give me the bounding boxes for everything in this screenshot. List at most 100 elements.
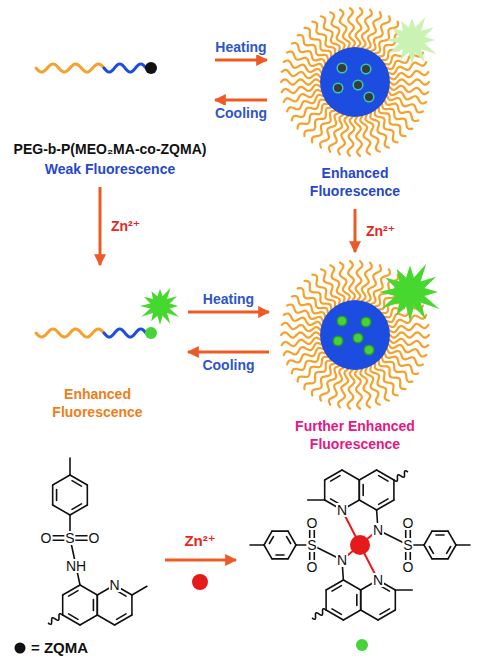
micelle-core — [320, 47, 390, 117]
bond — [326, 610, 343, 620]
peg-corona-chain — [321, 269, 340, 304]
peg-corona-chain — [360, 369, 370, 407]
peg-corona-chain — [282, 85, 321, 93]
peg-corona-chain — [281, 79, 320, 84]
bond — [359, 480, 361, 500]
bond — [342, 470, 359, 480]
peg-corona-chain — [355, 370, 362, 409]
peg-corona-chain — [360, 116, 370, 154]
state-label: Enhanced Fluorescence — [38, 385, 158, 421]
bond — [436, 534, 444, 536]
bond — [97, 615, 114, 625]
bond — [360, 590, 362, 610]
bond — [343, 610, 360, 620]
bond — [52, 485, 54, 505]
fluorescence-burst — [386, 17, 436, 64]
bond — [87, 485, 89, 505]
bond — [80, 585, 97, 595]
bond — [424, 531, 432, 545]
peg-corona-chain — [356, 8, 363, 47]
illustration-slot — [15, 268, 180, 385]
peg-corona-chain — [340, 263, 350, 301]
atom-label: O — [402, 516, 415, 530]
peg-corona-chain — [348, 117, 355, 156]
bond — [250, 544, 264, 546]
peg-corona-chain — [356, 261, 363, 300]
condition-label: Zn²⁺ — [364, 223, 397, 239]
illustration-slot — [277, 255, 433, 417]
peg-corona-chain — [340, 10, 350, 48]
bond — [63, 585, 80, 595]
bond — [325, 590, 327, 610]
zinc-ion — [350, 535, 370, 555]
legend-symbol — [14, 642, 26, 654]
bond — [63, 615, 80, 625]
bond — [332, 609, 341, 614]
atom-label: O — [40, 531, 53, 545]
bond — [332, 586, 341, 591]
pmeo2ma-block — [104, 64, 146, 72]
bond — [393, 480, 395, 500]
transition-arrow — [215, 99, 267, 102]
zqma-zn-unit — [356, 639, 368, 651]
polymer-chain — [36, 62, 157, 74]
bond — [287, 537, 291, 544]
bond — [429, 546, 433, 553]
bond — [264, 531, 272, 545]
zqma-symbol — [15, 643, 26, 654]
state-group: Enhanced Fluorescence — [270, 4, 440, 206]
pmeo2ma-block — [104, 329, 146, 337]
state-label: Weak Fluorescence — [45, 160, 175, 178]
peg-corona-chain — [348, 370, 355, 409]
peg-corona-chain — [390, 324, 429, 332]
bond — [288, 545, 296, 559]
peg-corona-chain — [390, 79, 429, 84]
bond — [97, 595, 99, 615]
bond — [447, 546, 451, 553]
bond — [361, 610, 378, 620]
bond — [69, 458, 71, 475]
bond — [115, 615, 132, 625]
polymer-chain — [36, 327, 157, 339]
transition-arrow — [188, 351, 269, 354]
bond — [379, 499, 388, 504]
zqma-unit — [145, 327, 157, 339]
bond — [276, 554, 284, 556]
zqma-unit — [361, 64, 371, 74]
condition-label: Heating — [201, 291, 256, 307]
atom-label: N — [109, 578, 121, 592]
zqma-unit — [333, 336, 343, 346]
bond — [379, 476, 388, 481]
peg-corona-chain — [287, 95, 323, 112]
atom-label: N — [372, 523, 384, 537]
state-label: Enhanced Fluorescence — [275, 164, 435, 200]
bond — [117, 614, 126, 619]
bond — [80, 615, 97, 625]
peg-corona-chain — [390, 71, 429, 79]
zqma-unit — [337, 63, 347, 73]
peg-block — [36, 64, 104, 72]
bond — [132, 586, 147, 595]
state-group: PEG-b-P(MEO₂MA-co-ZQMA)Weak Fluorescence — [8, 20, 212, 184]
peg-corona-chain — [355, 117, 362, 156]
transition-arrow — [188, 311, 269, 314]
bond — [432, 558, 448, 560]
condition-label: Cooling — [213, 105, 269, 121]
condition-label: Zn²⁺ — [109, 218, 142, 234]
bond — [70, 475, 87, 485]
peg-corona-chain — [389, 344, 427, 356]
bond — [72, 504, 81, 509]
condition-label: Heating — [213, 39, 268, 55]
micelle-core — [320, 300, 390, 370]
peg-corona-chain — [389, 91, 427, 103]
zqma-unit — [353, 333, 363, 343]
bond — [395, 590, 397, 610]
bond — [326, 580, 343, 590]
polymer-attachment — [394, 471, 408, 482]
atom-label: N — [336, 503, 348, 517]
atom-label: N — [372, 573, 384, 587]
peg-corona-chain — [348, 8, 355, 47]
bond — [93, 600, 95, 611]
peg-block — [36, 329, 104, 337]
bond — [324, 480, 326, 500]
